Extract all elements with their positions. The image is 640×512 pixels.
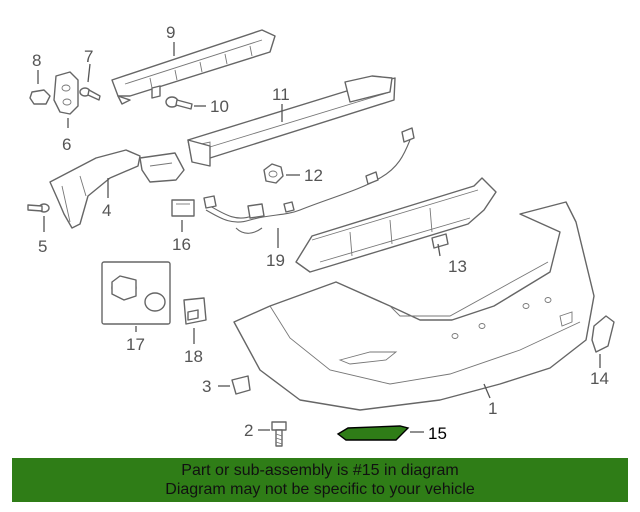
part-10-bolt[interactable] bbox=[165, 96, 193, 110]
part-15-reflector[interactable] bbox=[336, 425, 410, 441]
callout-6: 6 bbox=[62, 135, 71, 154]
banner-line-2: Diagram may not be specific to your vehi… bbox=[165, 481, 475, 498]
part-1-bumper-cover[interactable] bbox=[233, 201, 595, 411]
part-4-side-bracket[interactable] bbox=[49, 149, 185, 229]
callout-15: 15 bbox=[428, 424, 447, 443]
banner-line-1: Part or sub-assembly is #15 in diagram bbox=[181, 462, 459, 479]
part-12-nut[interactable] bbox=[263, 163, 284, 184]
callout-11: 11 bbox=[272, 85, 290, 104]
part-8-clip[interactable] bbox=[29, 89, 51, 105]
part-16-connector[interactable] bbox=[171, 199, 195, 217]
callout-5: 5 bbox=[38, 237, 47, 256]
part-2-screw[interactable] bbox=[271, 421, 287, 447]
part-17-sensor[interactable] bbox=[101, 261, 171, 325]
callout-14: 14 bbox=[590, 369, 609, 388]
callout-7: 7 bbox=[84, 47, 93, 66]
part-7-screw[interactable] bbox=[79, 87, 101, 101]
part-18-sensor-bracket[interactable] bbox=[183, 297, 207, 325]
callout-13: 13 bbox=[448, 257, 467, 276]
callout-9: 9 bbox=[166, 23, 175, 42]
callout-4: 4 bbox=[102, 201, 111, 220]
part-6-bracket[interactable] bbox=[53, 71, 79, 115]
part-3-clip[interactable] bbox=[231, 375, 251, 395]
part-11-impact-bar[interactable] bbox=[187, 75, 396, 167]
callout-19: 19 bbox=[266, 251, 285, 270]
part-14-reflector[interactable] bbox=[591, 315, 615, 353]
part-9-absorber[interactable] bbox=[111, 29, 276, 105]
callout-1: 1 bbox=[488, 399, 497, 418]
part-5-screw[interactable] bbox=[27, 203, 50, 213]
callout-10: 10 bbox=[210, 97, 229, 116]
info-banner: Part or sub-assembly is #15 in diagram D… bbox=[12, 458, 628, 502]
callout-17: 17 bbox=[126, 335, 145, 354]
part-13-absorber[interactable] bbox=[295, 177, 497, 273]
part-19-harness[interactable] bbox=[203, 127, 415, 234]
callout-18: 18 bbox=[184, 347, 203, 366]
callout-16: 16 bbox=[172, 235, 191, 254]
callout-labels: 1 2 3 4 5 6 7 8 9 10 11 12 13 14 15 16 1… bbox=[32, 23, 609, 443]
callout-8: 8 bbox=[32, 51, 41, 70]
callout-12: 12 bbox=[304, 166, 323, 185]
leader-lines bbox=[37, 42, 601, 433]
parts-diagram: 1 2 3 4 5 6 7 8 9 10 11 12 13 14 15 16 1… bbox=[27, 23, 615, 447]
callout-2: 2 bbox=[244, 421, 253, 440]
callout-3: 3 bbox=[202, 377, 211, 396]
